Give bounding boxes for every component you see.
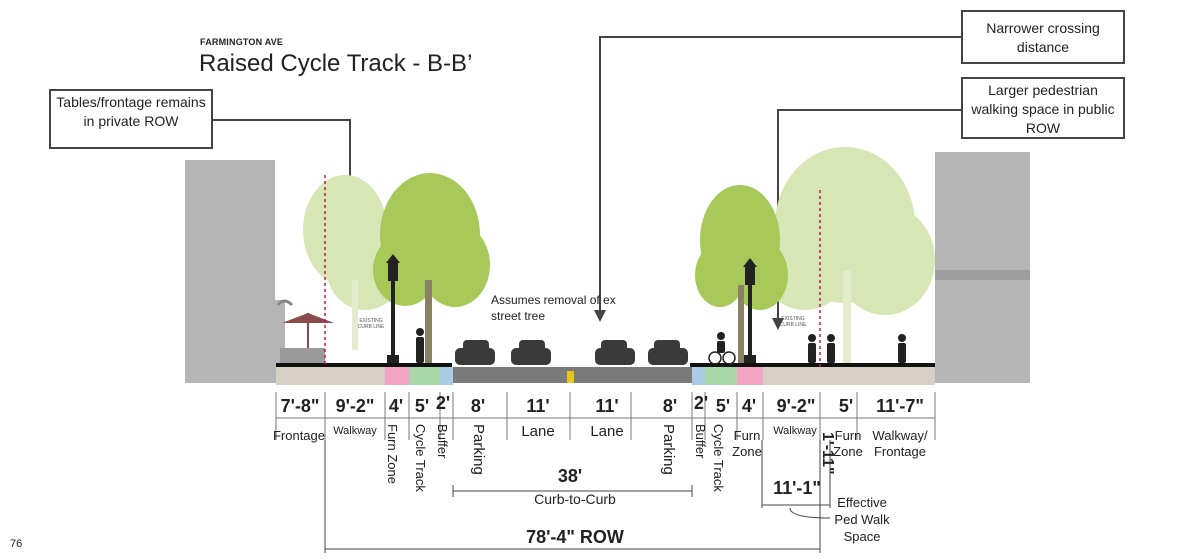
tree-right <box>695 185 788 365</box>
zone-14 <box>857 367 935 385</box>
lamp-post-right <box>743 258 757 365</box>
note-tree-removal: Assumes removal of ex street tree <box>491 293 616 323</box>
zone-8 <box>631 367 692 383</box>
leader-walking-arrow <box>772 318 784 330</box>
dim-buffer-left: 2' <box>435 393 451 413</box>
dim-frontage: 7'-8" <box>280 396 320 416</box>
label-walkway-right: Walkway <box>773 425 817 437</box>
car-4 <box>648 340 688 365</box>
callout-crossing: Narrower crossing distance <box>961 10 1125 64</box>
label-walkway-frontage: Walkway/ Frontage <box>872 428 928 459</box>
lamp-post-left <box>386 254 400 365</box>
dim-lane-2: 11' <box>595 396 619 416</box>
pedestrian-right-2 <box>827 334 835 363</box>
dim-furn-right-2: 5' <box>838 396 854 416</box>
label-curb-to-curb: Curb-to-Curb <box>534 491 616 507</box>
tree-right-faded <box>760 147 935 365</box>
zone-9 <box>692 367 705 385</box>
dim-cycle-right: 5' <box>715 396 731 416</box>
dim-parking-left: 8' <box>470 396 486 416</box>
zone-5 <box>453 367 507 383</box>
street-name: FARMINGTON AVE <box>200 37 284 47</box>
zone-12 <box>763 367 820 385</box>
zone-13 <box>820 367 857 385</box>
pedestrian-right-3 <box>898 334 906 363</box>
label-furn-right-2: Furn Zone <box>833 428 863 459</box>
label-parking-right: Parking <box>660 424 677 475</box>
dim-vertical-offset: 1'-11" <box>819 432 836 475</box>
dim-curb-to-curb: 38' <box>557 466 583 486</box>
label-lane-1: Lane <box>521 423 555 440</box>
leader-crossing-arrow <box>594 310 606 322</box>
callout-walking: Larger pedestrian walking space in publi… <box>961 77 1125 139</box>
label-cycle-right: Cycle Track <box>711 424 726 492</box>
dim-walkway-left: 9'-2" <box>335 396 375 416</box>
zone-strip <box>276 367 935 385</box>
zone-1 <box>325 367 385 385</box>
building-left <box>185 160 285 383</box>
segment-ticks <box>275 392 936 440</box>
label-lane-2: Lane <box>590 423 624 440</box>
zone-3 <box>409 367 440 385</box>
car-3 <box>595 340 635 365</box>
label-ped-walk: Effective Ped Walk Space <box>834 495 890 544</box>
zone-4 <box>440 367 453 385</box>
building-right <box>935 152 1030 383</box>
zone-2 <box>385 367 409 385</box>
building-right-awning <box>935 270 1030 280</box>
car-2 <box>511 340 551 365</box>
lamp-bracket <box>276 299 294 307</box>
label-parking-left: Parking <box>470 424 487 475</box>
callout-frontage: Tables/frontage remains in private ROW <box>49 89 213 149</box>
label-cycle-left: Cycle Track <box>413 424 428 492</box>
zone-11 <box>737 367 763 385</box>
dim-furn-left: 4' <box>388 396 404 416</box>
tree-left <box>373 173 490 365</box>
zone-6 <box>507 367 570 383</box>
page-number: 76 <box>10 538 23 550</box>
page-title: Raised Cycle Track - B-B’ <box>199 50 473 77</box>
label-furn-right: Furn Zone <box>732 428 762 459</box>
note-curb-left: EXISTING CURB LINE <box>357 318 385 330</box>
dim-parking-right: 8' <box>662 396 678 416</box>
label-walkway-left: Walkway <box>333 425 377 437</box>
label-buffer-right: Buffer <box>693 424 708 459</box>
dim-cycle-left: 5' <box>414 396 430 416</box>
dim-ped-walk: 11'-1" <box>773 478 821 498</box>
zone-7 <box>570 367 631 383</box>
zone-10 <box>705 367 737 385</box>
note-curb-right: EXISTING CURB LINE <box>779 316 807 328</box>
dim-walkway-right: 9'-2" <box>776 396 816 416</box>
dim-frontage-right: 11'-7" <box>876 396 924 416</box>
dim-buffer-right: 2' <box>693 393 709 413</box>
label-frontage: Frontage <box>272 428 326 443</box>
dim-furn-right: 4' <box>741 396 757 416</box>
car-1 <box>455 340 495 365</box>
label-buffer-left: Buffer <box>435 424 450 459</box>
center-line <box>567 371 574 383</box>
dim-row: 78'-4" ROW <box>526 527 624 547</box>
dim-lane-1: 11' <box>526 396 550 416</box>
leader-crossing <box>599 36 961 318</box>
zone-0 <box>276 367 325 385</box>
umbrella-table <box>280 313 334 365</box>
cyclist-right <box>708 332 736 365</box>
pedestrian-left <box>416 328 424 363</box>
label-furn-left: Furn Zone <box>385 424 400 484</box>
pedestrian-right-1 <box>808 334 816 363</box>
ped-dim-leader <box>789 507 831 519</box>
